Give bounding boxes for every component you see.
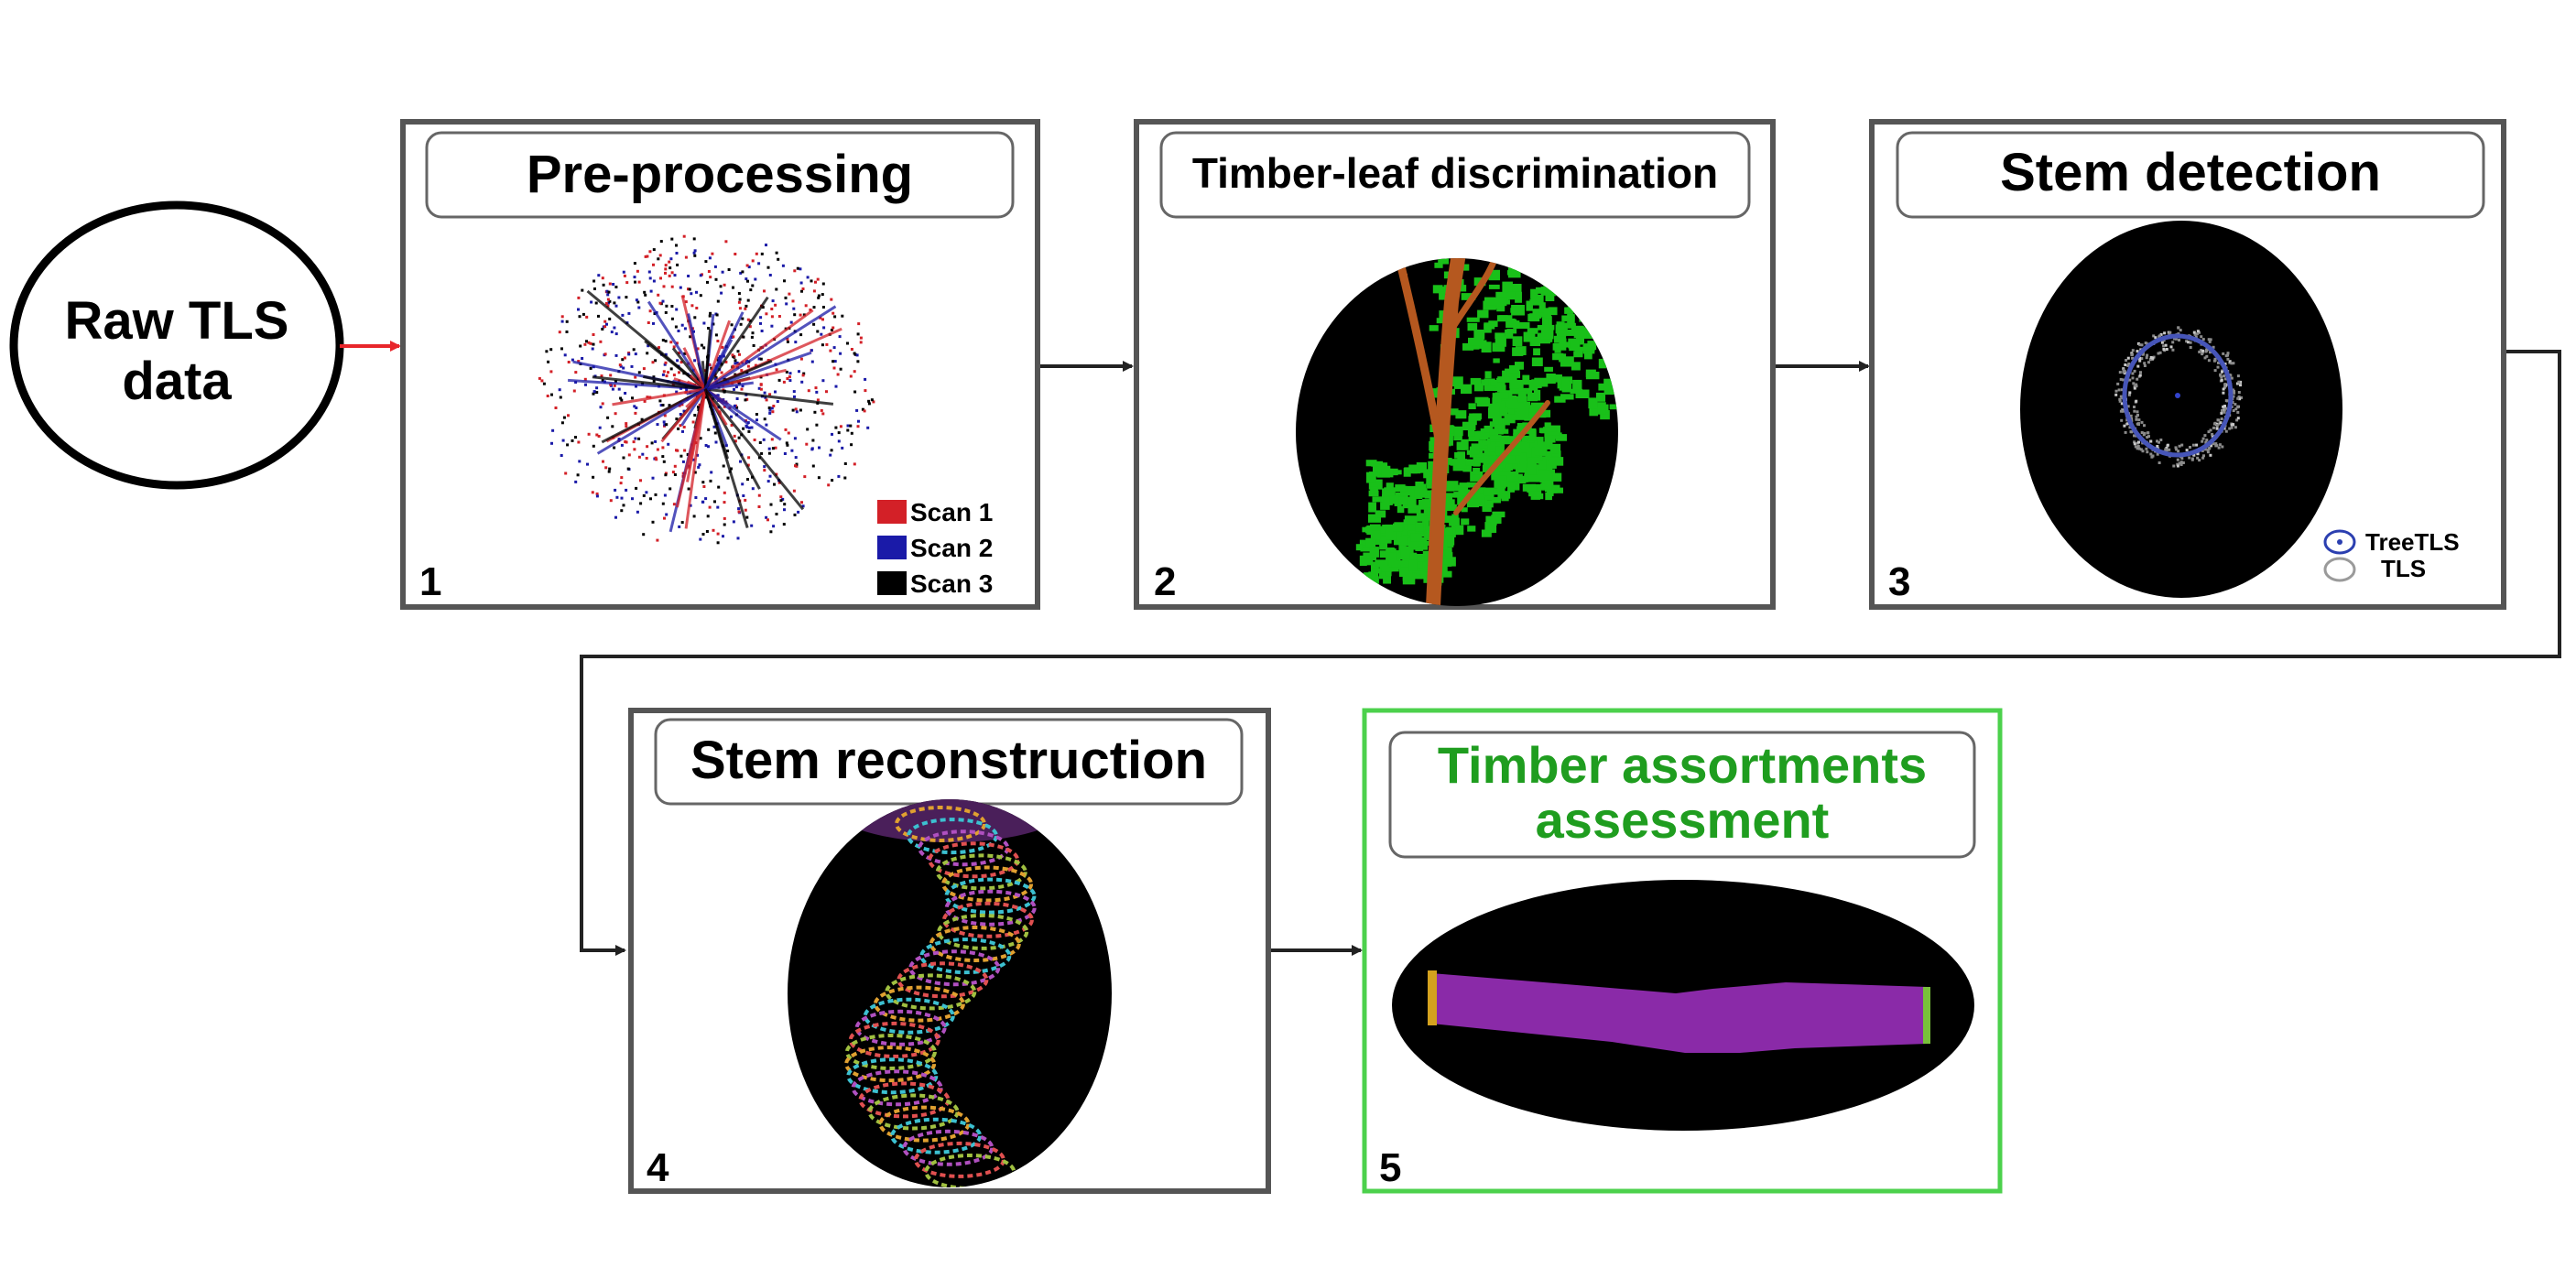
step-box-timber-assortments: Timber assortments assessment 5 [1362, 708, 2003, 1194]
stem-slice-background [2020, 221, 2342, 598]
treetls-circle [2122, 333, 2234, 458]
step-box-timber-leaf: Timber-leaf discrimination 2 [1134, 119, 1776, 610]
step-box-preprocessing: Pre-processing 1 Scan 1 Scan 2 Scan 3 [400, 119, 1040, 610]
stem-cylinders [844, 806, 1037, 1187]
legend-label-treetls: TreeTLS [2365, 528, 2460, 556]
step-title-preprocessing: Pre-processing [527, 145, 913, 204]
scan-legend: Scan 1 Scan 2 Scan 3 [877, 498, 993, 598]
log-model [1428, 970, 1930, 1053]
timber-branches [1376, 258, 1550, 606]
step-number-5: 5 [1379, 1145, 1401, 1190]
step-title-stem-reconstruction: Stem reconstruction [690, 731, 1207, 790]
legend-swatch-scan1 [877, 500, 907, 524]
point-cloud-scans [538, 234, 875, 545]
tree-point-cloud [1355, 258, 1618, 606]
stem-slice-points [2114, 326, 2243, 468]
step-box-stem-reconstruction: Stem reconstruction 4 [628, 708, 1271, 1194]
legend-label-scan3: Scan 3 [910, 569, 993, 598]
stem-legend: TreeTLS TLS [2323, 528, 2460, 582]
raw-tls-line2: data [122, 352, 232, 411]
step-number-1: 1 [419, 559, 441, 604]
legend-label-scan2: Scan 2 [910, 534, 993, 562]
connector-3-to-4 [580, 350, 2561, 956]
legend-swatch-scan2 [877, 536, 907, 559]
legend-swatch-scan3 [877, 571, 907, 595]
reconstruction-background [788, 799, 1112, 1187]
legend-label-tls: TLS [2381, 555, 2426, 582]
raw-tls-line1: Raw TLS [65, 291, 289, 351]
step-number-4: 4 [647, 1145, 669, 1190]
legend-label-scan1: Scan 1 [910, 498, 993, 526]
step-box-stem-detection: Stem detection 3 TreeTLS TLS [1869, 119, 2506, 610]
step-title-timber-assortments-line1: Timber assortments [1438, 736, 1927, 794]
raw-tls-data-node: Raw TLS data [9, 201, 344, 490]
step-title-stem-detection: Stem detection [2000, 143, 2381, 202]
step-number-3: 3 [1888, 559, 1910, 604]
step-title-timber-leaf: Timber-leaf discrimination [1192, 149, 1718, 197]
step-number-2: 2 [1154, 559, 1176, 604]
legend-symbol-tls [2323, 557, 2356, 582]
step-title-timber-assortments-line2: assessment [1536, 791, 1830, 849]
